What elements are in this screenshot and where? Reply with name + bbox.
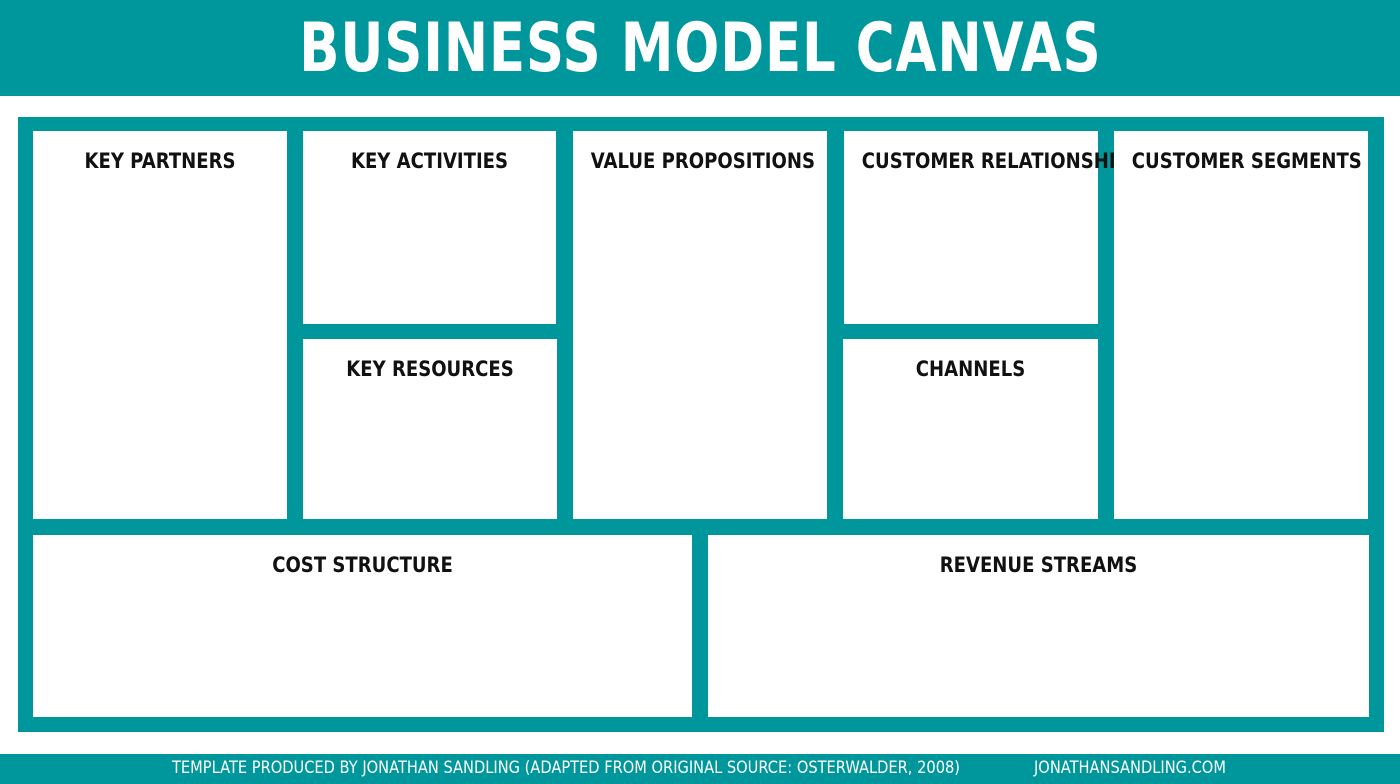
footer-website-link[interactable]: JONATHANSANDLING.COM [1034, 758, 1226, 778]
value-propositions-label: VALUE PROPOSITIONS [590, 149, 815, 173]
channels-label: CHANNELS [915, 357, 1026, 381]
header-bar: BUSINESS MODEL CANVAS [0, 0, 1400, 96]
key-resources-box[interactable]: KEY RESOURCES [303, 339, 557, 519]
footer-credit: TEMPLATE PRODUCED BY JONATHAN SANDLING (… [172, 758, 961, 778]
key-partners-label: KEY PARTNERS [84, 149, 236, 173]
key-partners-box[interactable]: KEY PARTNERS [33, 131, 287, 519]
customer-relationships-box[interactable]: CUSTOMER RELATIONSHIPS [844, 131, 1142, 324]
canvas-frame: KEY PARTNERS KEY ACTIVITIES KEY RESOURCE… [18, 117, 1384, 732]
revenue-streams-label: REVENUE STREAMS [939, 553, 1138, 577]
customer-segments-label: CUSTOMER SEGMENTS [1131, 149, 1362, 173]
footer-bar: TEMPLATE PRODUCED BY JONATHAN SANDLING (… [0, 754, 1400, 784]
cost-structure-label: COST STRUCTURE [272, 553, 453, 577]
key-activities-label: KEY ACTIVITIES [350, 149, 509, 173]
cost-structure-box[interactable]: COST STRUCTURE [33, 535, 692, 717]
page-title: BUSINESS MODEL CANVAS [298, 8, 1102, 88]
revenue-streams-box[interactable]: REVENUE STREAMS [708, 535, 1369, 717]
value-propositions-box[interactable]: VALUE PROPOSITIONS [573, 131, 827, 519]
key-activities-box[interactable]: KEY ACTIVITIES [303, 131, 556, 324]
key-resources-label: KEY RESOURCES [346, 357, 514, 381]
customer-relationships-label: CUSTOMER RELATIONSHIPS [861, 149, 1142, 173]
channels-box[interactable]: CHANNELS [843, 339, 1098, 519]
customer-segments-box[interactable]: CUSTOMER SEGMENTS [1114, 131, 1368, 519]
